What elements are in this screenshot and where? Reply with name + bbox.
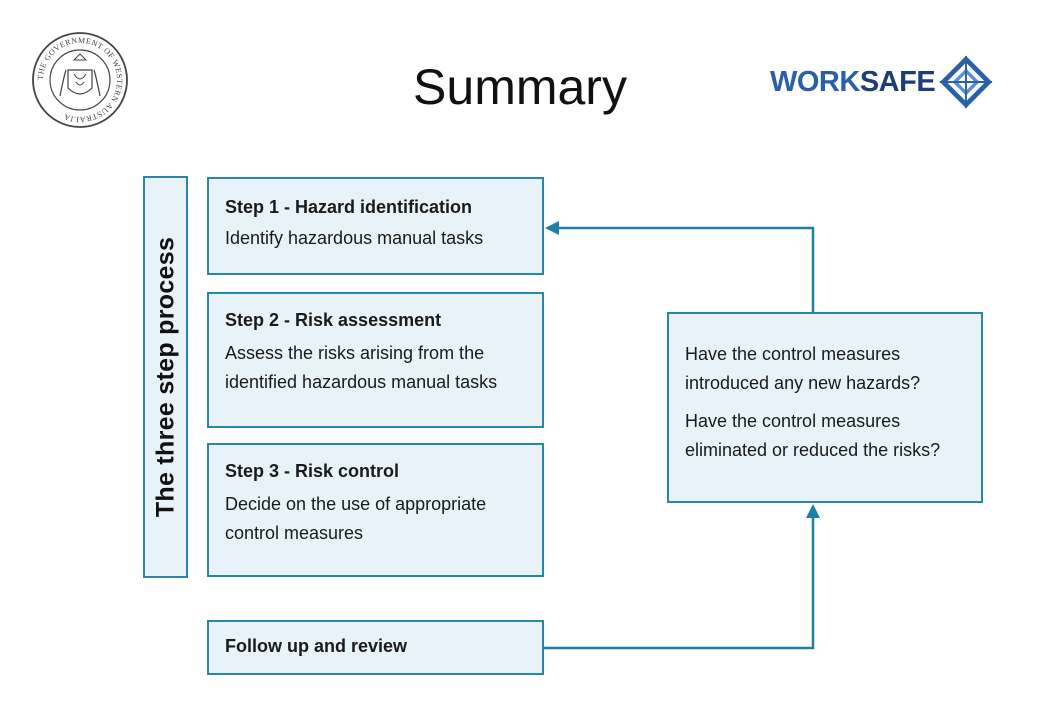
loop-to-step-1-connector	[557, 226, 815, 312]
page-title: Summary	[413, 59, 627, 115]
review-label: Follow up and review	[225, 636, 408, 656]
worksafe-diamond-icon	[940, 55, 993, 109]
question-2-line-1: Have the control measures	[685, 411, 901, 431]
review-box: Follow up and review	[207, 620, 544, 675]
step-1-box: Step 1 - Hazard identification Identify …	[207, 177, 544, 275]
government-seal-icon: THE GOVERNMENT OF WESTERN AUSTRALIA	[32, 32, 128, 128]
step-1-heading: Step 1 - Hazard identification	[225, 197, 473, 217]
step-2-box: Step 2 - Risk assessment Assess the risk…	[207, 292, 544, 428]
question-2-line-2: eliminated or reduced the risks?	[685, 440, 941, 460]
arrowhead-to-questions-icon	[806, 504, 820, 518]
questions-box: Have the control measures introduced any…	[667, 312, 983, 503]
step-3-heading: Step 3 - Risk control	[225, 461, 400, 481]
logo-part-safe: SAFE	[859, 65, 936, 98]
step-2-heading: Step 2 - Risk assessment	[225, 310, 442, 330]
step-2-line-2: identified hazardous manual tasks	[225, 372, 498, 392]
step-2-line-1: Assess the risks arising from the	[225, 343, 485, 363]
question-1-line-1: Have the control measures	[685, 344, 901, 364]
process-label-box: The three step process	[143, 176, 188, 578]
step-3-line-2: control measures	[225, 523, 364, 543]
step-3-box: Step 3 - Risk control Decide on the use …	[207, 443, 544, 577]
process-label: The three step process	[151, 236, 179, 518]
logo-part-work: WORK	[770, 65, 860, 98]
arrowhead-to-step-1-icon	[545, 221, 559, 235]
review-to-questions-connector	[544, 516, 815, 650]
step-3-line-1: Decide on the use of appropriate	[225, 494, 487, 514]
question-1-line-2: introduced any new hazards?	[685, 373, 921, 393]
worksafe-logo: WORKSAFE	[770, 52, 995, 112]
logo-wordmark: WORKSAFE	[770, 65, 936, 99]
step-1-line-1: Identify hazardous manual tasks	[225, 228, 484, 248]
